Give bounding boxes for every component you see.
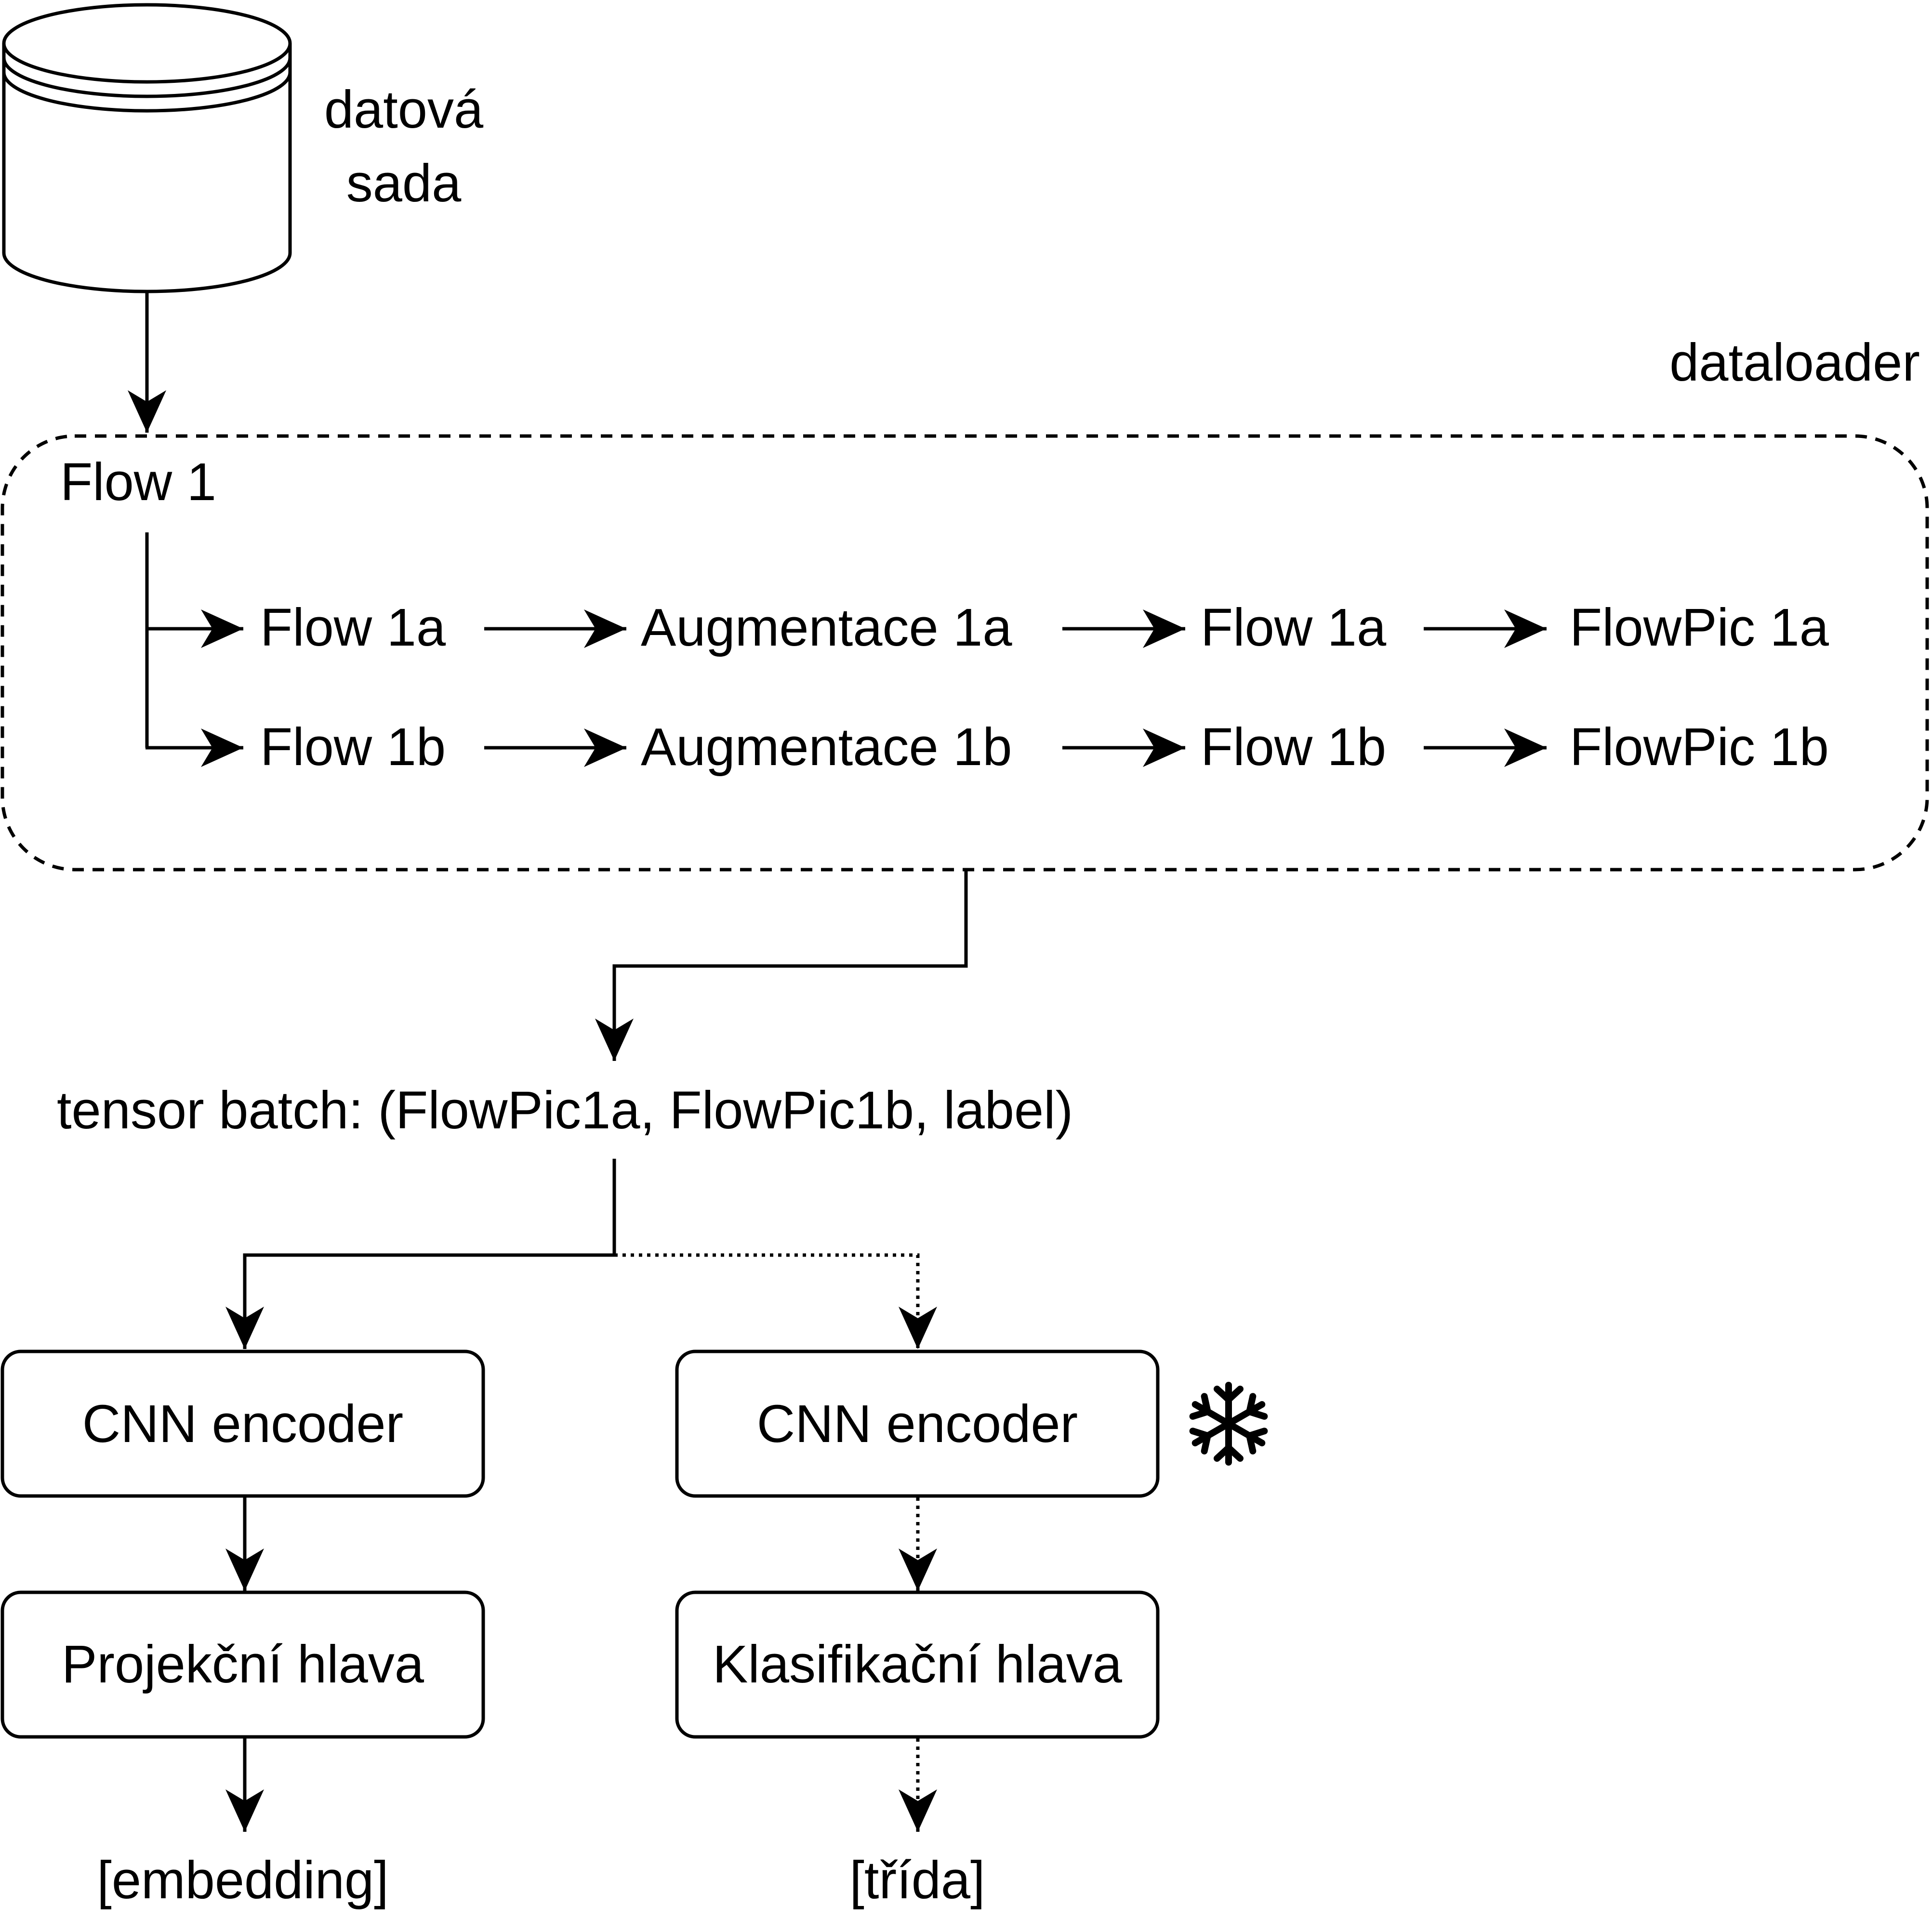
flow-1a-augmented-label: Flow 1a [1201, 598, 1387, 657]
projection-head-label: Projekční hlava [62, 1635, 424, 1694]
flow-1b-augmented-label: Flow 1b [1201, 717, 1386, 777]
flow-1b-label: Flow 1b [260, 717, 446, 777]
snowflake-icon [1189, 1382, 1268, 1466]
flow-1-label: Flow 1 [60, 452, 216, 512]
classification-head-label: Klasifikační hlava [713, 1635, 1123, 1694]
dataset-label-line1: datová [324, 80, 484, 139]
flowpic-1a-label: FlowPic 1a [1570, 598, 1829, 657]
arrow-batch-to-left-encoder [225, 1253, 616, 1349]
left-cnn-encoder-box [0, 1350, 485, 1498]
projection-head-box [0, 1590, 485, 1739]
flow-1a-label: Flow 1a [260, 598, 446, 657]
right-cnn-encoder-label: CNN encoder [757, 1394, 1078, 1454]
dataloader-label: dataloader [1669, 333, 1920, 392]
left-cnn-encoder-label: CNN encoder [82, 1394, 403, 1454]
flow-1-branch [145, 532, 243, 767]
augmentace-1b-label: Augmentace 1b [641, 717, 1012, 777]
arrow-dataloader-to-batch [595, 870, 968, 1061]
arrow-batch-to-right-encoder [614, 1253, 937, 1349]
embedding-output-label: [embedding] [97, 1851, 388, 1910]
flowpic-1b-label: FlowPic 1b [1570, 717, 1829, 777]
augmentace-1a-label: Augmentace 1a [641, 598, 1012, 657]
class-output-label: [třída] [849, 1851, 985, 1910]
tensor-batch-label: tensor batch: (FlowPic1a, FlowPic1b, lab… [57, 1081, 1073, 1140]
dataset-label-line2: sada [346, 154, 462, 213]
dataset-cylinder-icon [2, 3, 292, 293]
classification-head-box [675, 1590, 1160, 1739]
right-cnn-encoder-box [675, 1350, 1160, 1498]
